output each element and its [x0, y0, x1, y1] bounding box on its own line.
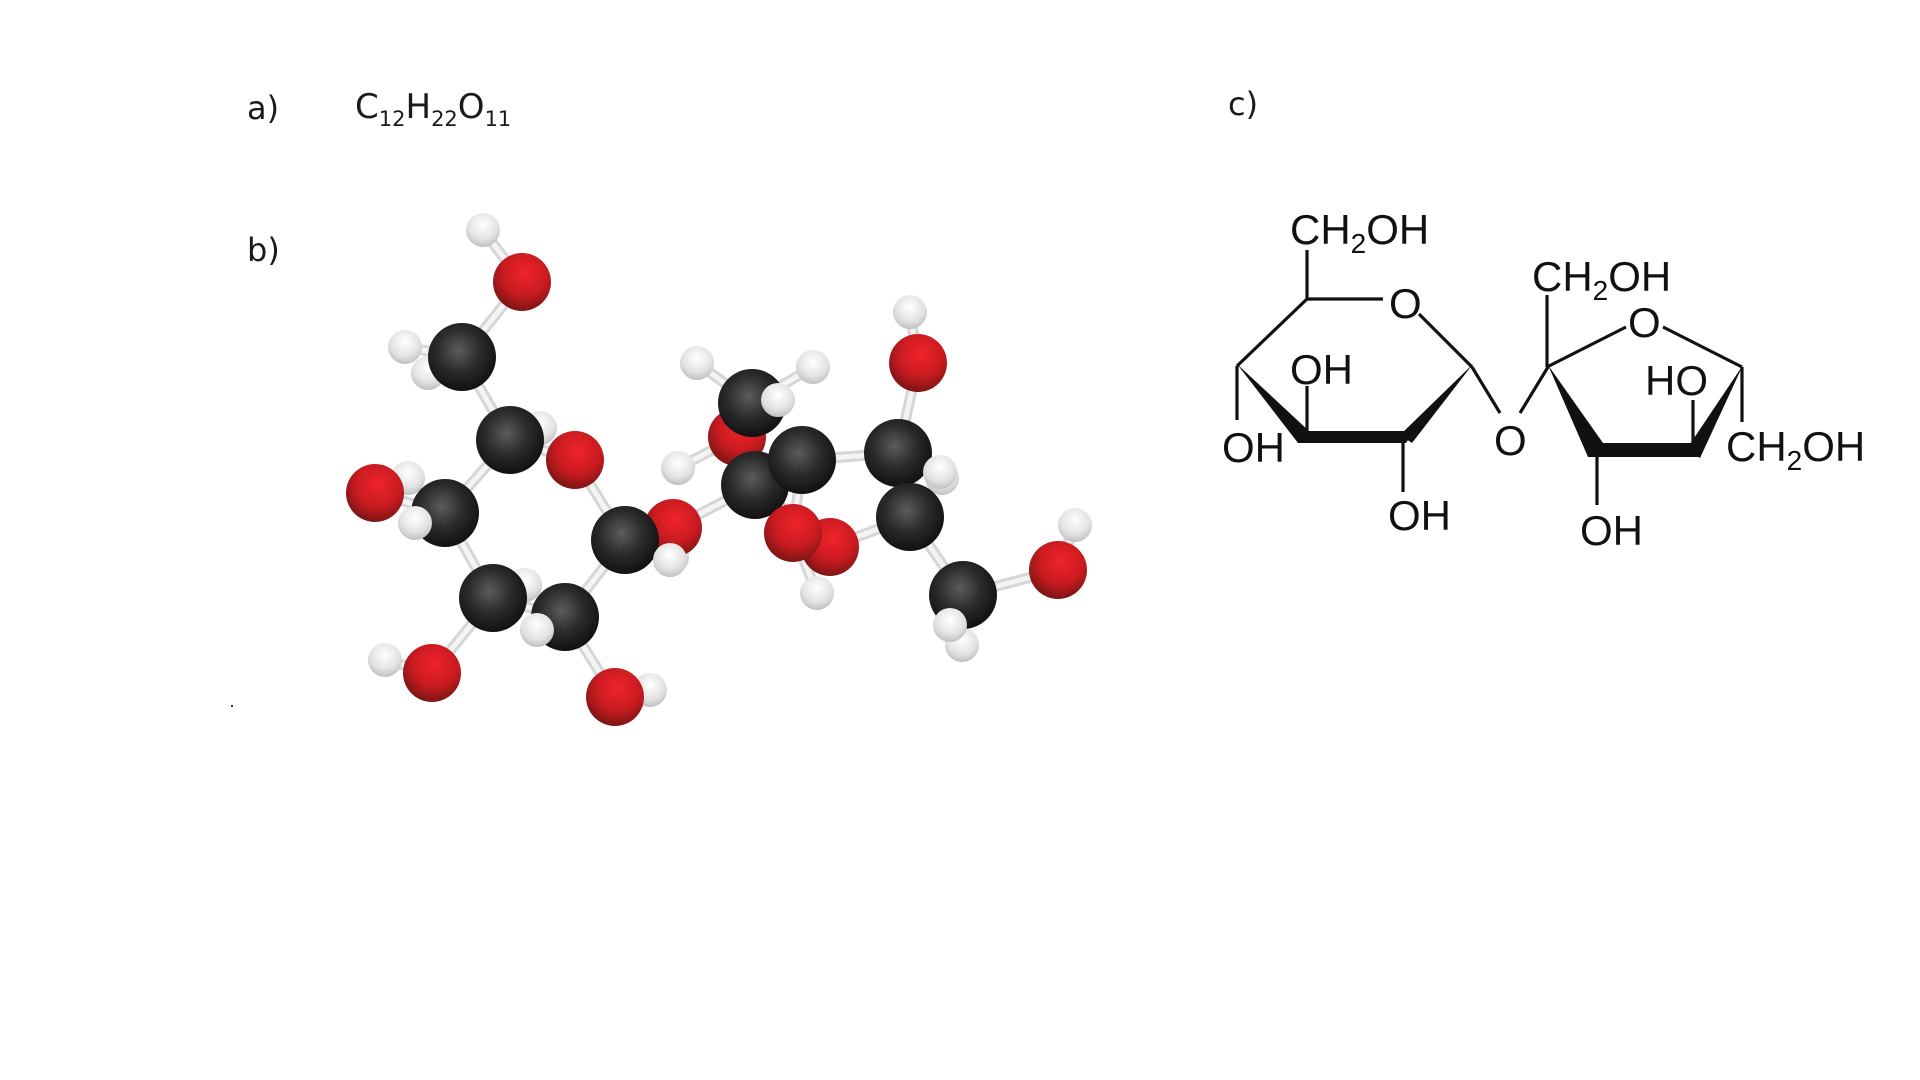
hydrogen-atom: [796, 350, 830, 384]
hydrogen-atom: [388, 330, 422, 364]
label-fru-c4-ho: HO: [1645, 357, 1708, 404]
hydrogen-atom: [398, 506, 432, 540]
hydrogen-atom: [466, 213, 500, 247]
panel-label-b: b): [247, 231, 280, 269]
carbon-atom: [428, 323, 496, 391]
hydrogen-atom: [923, 455, 957, 489]
label-fru-ch2oh-right: CH2OH: [1726, 423, 1865, 476]
label-glc-c2-oh: OH: [1388, 492, 1451, 539]
panel-label-c: c): [1228, 85, 1259, 123]
formula-count-h: 22: [431, 107, 458, 131]
hydrogen-atom: [800, 576, 834, 610]
hydrogen-atom: [368, 643, 402, 677]
formula-element-h: H: [405, 87, 432, 127]
oxygen-atom: [889, 334, 947, 392]
haworth-wedges: [1237, 364, 1743, 458]
oxygen-atom: [346, 464, 404, 522]
carbon-atom: [768, 426, 836, 494]
hydrogen-atom: [680, 346, 714, 380]
label-glc-c3-oh: OH: [1290, 346, 1353, 393]
label-glc-ring-o: O: [1389, 280, 1422, 327]
label-glyco-o: O: [1494, 417, 1527, 464]
hydrogen-atom: [933, 608, 967, 642]
hydrogen-atom: [661, 451, 695, 485]
carbon-atom: [876, 483, 944, 551]
label-glc-ch2oh: CH2OH: [1290, 206, 1429, 259]
oxygen-atom: [403, 644, 461, 702]
carbon-atom: [476, 406, 544, 474]
label-fru-ch2oh-top: CH2OH: [1532, 253, 1671, 306]
hydrogen-atom: [893, 295, 927, 329]
hydrogen-atom: [761, 383, 795, 417]
hydrogen-atom: [653, 543, 687, 577]
atom-layer: [346, 213, 1092, 726]
oxygen-atom: [1029, 541, 1087, 599]
label-glc-c4-oh: OH: [1222, 424, 1285, 471]
stray-pixel: [231, 705, 233, 707]
carbon-atom: [864, 419, 932, 487]
formula-element-c: C: [355, 87, 379, 127]
label-fru-ring-o: O: [1628, 299, 1661, 346]
haworth-bonds: [1235, 250, 1744, 505]
panel-label-a: a): [247, 89, 280, 127]
oxygen-atom: [764, 504, 822, 562]
oxygen-atom: [586, 668, 644, 726]
hydrogen-atom: [520, 613, 554, 647]
label-fru-c3-oh: OH: [1580, 507, 1643, 554]
formula-count-c: 12: [378, 107, 406, 131]
formula-element-o: O: [457, 87, 485, 127]
molecular-formula: C12H22O11: [355, 90, 511, 130]
oxygen-atom: [546, 431, 604, 489]
hydrogen-atom: [1058, 508, 1092, 542]
oxygen-atom: [493, 253, 551, 311]
formula-count-o: 11: [484, 107, 512, 131]
carbon-atom: [459, 564, 527, 632]
carbon-atom: [591, 506, 659, 574]
